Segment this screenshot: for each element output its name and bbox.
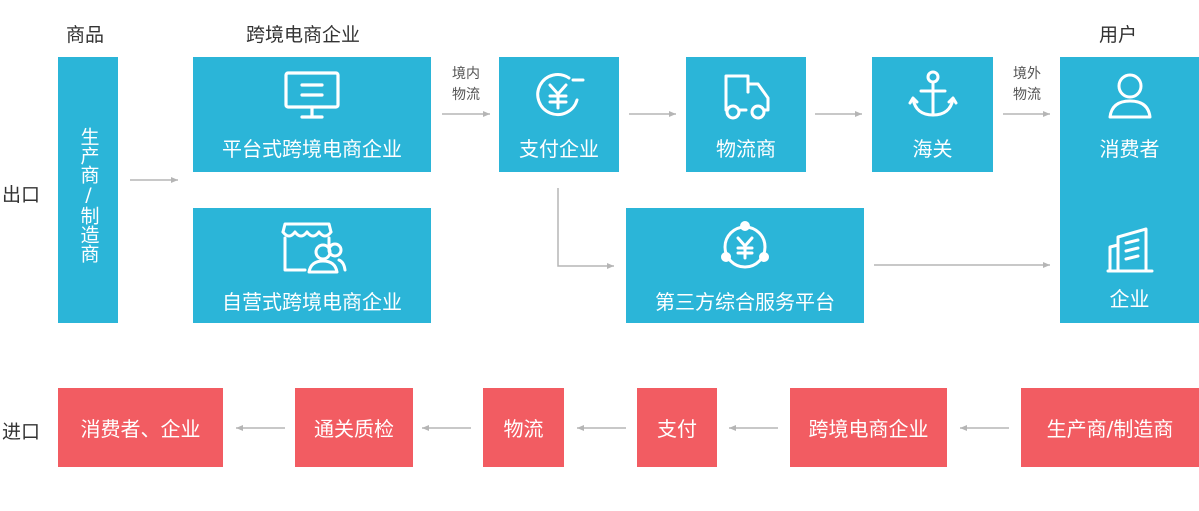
building-icon	[1106, 227, 1153, 273]
platform-ecommerce-label: 平台式跨境电商企业	[222, 137, 402, 161]
import-consumer-enterprise-box: 消费者、企业	[58, 388, 223, 467]
third-party-platform-label: 第三方综合服务平台	[655, 290, 835, 314]
yuan-payment-icon	[536, 73, 585, 117]
import-ecommerce-box: 跨境电商企业	[790, 388, 947, 467]
import-label: 进口	[2, 421, 41, 443]
person-icon	[1108, 73, 1151, 119]
consumer-enterprise-box: 消费者 企业	[1060, 57, 1199, 323]
logistics-label: 物流商	[716, 137, 776, 161]
customs-label: 海关	[912, 137, 953, 161]
payment-label: 支付企业	[519, 137, 599, 161]
logistics-box: 物流商	[686, 57, 806, 172]
third-party-platform-box: 第三方综合服务平台	[626, 208, 864, 323]
import-producer-box: 生产商/制造商	[1021, 388, 1199, 467]
producer-label: 生产商/制造商	[77, 127, 100, 263]
import-customs-inspection-box: 通关质检	[295, 388, 413, 467]
anchor-icon	[908, 70, 957, 117]
header-goods: 商品	[66, 24, 105, 46]
store-people-icon	[281, 222, 347, 274]
import-payment-box: 支付	[637, 388, 717, 467]
header-user: 用户	[1099, 24, 1138, 46]
delivery-truck-icon	[724, 74, 770, 120]
header-ecommerce: 跨境电商企业	[246, 24, 361, 46]
monitor-icon	[284, 71, 340, 119]
import-logistics-box: 物流	[483, 388, 564, 467]
producer-box: 生产商/制造商	[58, 57, 118, 323]
yuan-network-icon	[721, 221, 769, 269]
payment-box: 支付企业	[499, 57, 619, 172]
export-label: 出口	[2, 184, 41, 206]
arrow-payment-to-thirdparty	[557, 188, 614, 269]
self-operated-ecommerce-label: 自营式跨境电商企业	[222, 290, 402, 314]
self-operated-ecommerce-box: 自营式跨境电商企业	[193, 208, 431, 323]
enterprise-label: 企业	[1109, 287, 1150, 311]
customs-box: 海关	[872, 57, 993, 172]
domestic-logistics-label: 境内 物流	[452, 66, 480, 103]
consumer-label: 消费者	[1099, 137, 1160, 161]
overseas-logistics-label: 境外 物流	[1013, 66, 1041, 103]
platform-ecommerce-box: 平台式跨境电商企业	[193, 57, 431, 172]
